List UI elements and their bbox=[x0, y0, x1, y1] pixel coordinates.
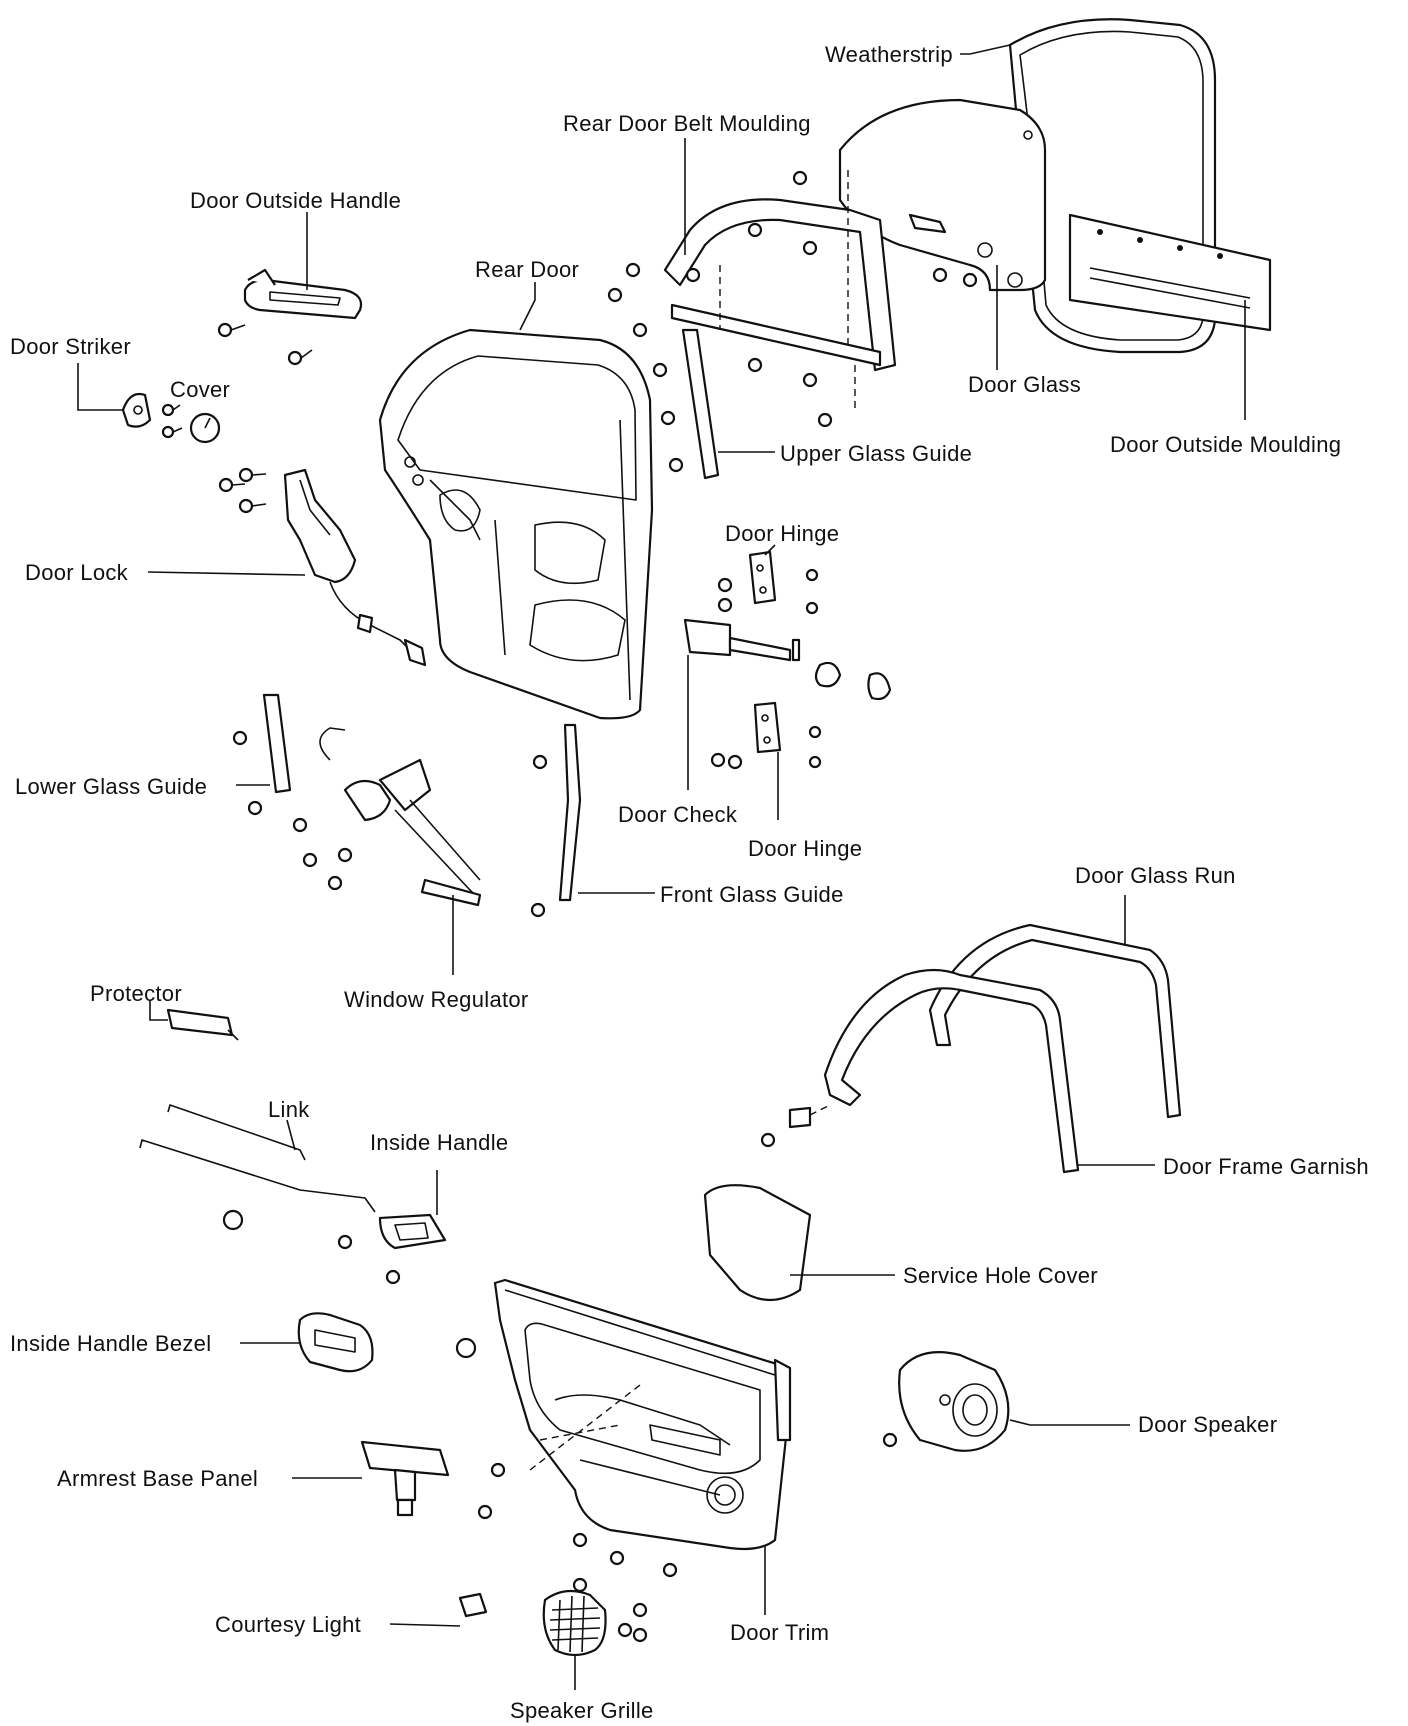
label-inside-handle-bezel: Inside Handle Bezel bbox=[10, 1331, 211, 1356]
link-drawing bbox=[139, 1104, 376, 1213]
label-inside-handle: Inside Handle bbox=[370, 1130, 508, 1155]
door-striker-drawing bbox=[121, 392, 152, 428]
label-door-outside-moulding: Door Outside Moulding bbox=[1110, 432, 1341, 457]
label-door-check: Door Check bbox=[618, 802, 738, 827]
label-door-speaker: Door Speaker bbox=[1138, 1412, 1277, 1437]
label-courtesy-light: Courtesy Light bbox=[215, 1612, 361, 1637]
leader-lines bbox=[77, 44, 1246, 1690]
service-hole-cover-drawing bbox=[703, 1184, 812, 1301]
door-check-drawing bbox=[683, 618, 892, 701]
door-trim-drawing bbox=[493, 1278, 792, 1551]
speaker-grille-drawing bbox=[542, 1589, 607, 1657]
label-weatherstrip: Weatherstrip bbox=[825, 42, 953, 67]
label-front-glass-guide: Front Glass Guide bbox=[660, 882, 844, 907]
inside-handle-drawing bbox=[378, 1213, 447, 1250]
door-hinge-lower-drawing bbox=[753, 701, 782, 754]
label-rear-door: Rear Door bbox=[475, 257, 579, 282]
front-glass-guide-drawing bbox=[558, 723, 582, 902]
label-door-glass: Door Glass bbox=[968, 372, 1081, 397]
cover-drawing bbox=[189, 412, 221, 444]
label-cover: Cover bbox=[170, 377, 230, 402]
rear-door-drawing bbox=[378, 328, 654, 720]
label-lower-glass-guide: Lower Glass Guide bbox=[15, 774, 207, 799]
label-door-hinge-lower: Door Hinge bbox=[748, 836, 862, 861]
label-door-glass-run: Door Glass Run bbox=[1075, 863, 1236, 888]
label-window-regulator: Window Regulator bbox=[344, 987, 529, 1012]
rear-door-belt-moulding-drawing bbox=[663, 170, 897, 410]
label-door-frame-garnish: Door Frame Garnish bbox=[1163, 1154, 1369, 1179]
protector-drawing bbox=[166, 1008, 239, 1041]
label-door-hinge-upper: Door Hinge bbox=[725, 521, 839, 546]
label-door-striker: Door Striker bbox=[10, 334, 131, 359]
label-protector: Protector bbox=[90, 981, 182, 1006]
lower-glass-guide-drawing bbox=[262, 693, 292, 794]
door-lock-drawing bbox=[283, 468, 427, 667]
label-upper-glass-guide: Upper Glass Guide bbox=[780, 441, 972, 466]
label-link: Link bbox=[268, 1097, 310, 1122]
door-outside-moulding-drawing bbox=[1068, 213, 1272, 332]
inside-handle-bezel-drawing bbox=[297, 1312, 374, 1373]
courtesy-light-drawing bbox=[458, 1592, 488, 1618]
label-rear-door-belt-moulding: Rear Door Belt Moulding bbox=[563, 111, 811, 136]
label-armrest-base-panel: Armrest Base Panel bbox=[57, 1466, 258, 1491]
door-glass-run-drawing bbox=[928, 923, 1182, 1119]
label-door-trim: Door Trim bbox=[730, 1620, 829, 1645]
label-door-outside-handle: Door Outside Handle bbox=[190, 188, 401, 213]
door-glass-drawing bbox=[838, 98, 1047, 292]
door-frame-garnish-drawing bbox=[788, 968, 1080, 1174]
armrest-base-panel-drawing bbox=[360, 1440, 450, 1517]
label-speaker-grille: Speaker Grille bbox=[510, 1698, 654, 1723]
upper-glass-guide-drawing bbox=[681, 328, 720, 480]
fasteners bbox=[161, 170, 978, 1643]
door-outside-handle-drawing bbox=[243, 268, 363, 320]
door-speaker-drawing bbox=[898, 1351, 1010, 1452]
label-service-hole-cover: Service Hole Cover bbox=[903, 1263, 1098, 1288]
window-regulator-drawing bbox=[319, 727, 482, 907]
door-hinge-upper-drawing bbox=[748, 550, 777, 605]
label-door-lock: Door Lock bbox=[25, 560, 129, 585]
